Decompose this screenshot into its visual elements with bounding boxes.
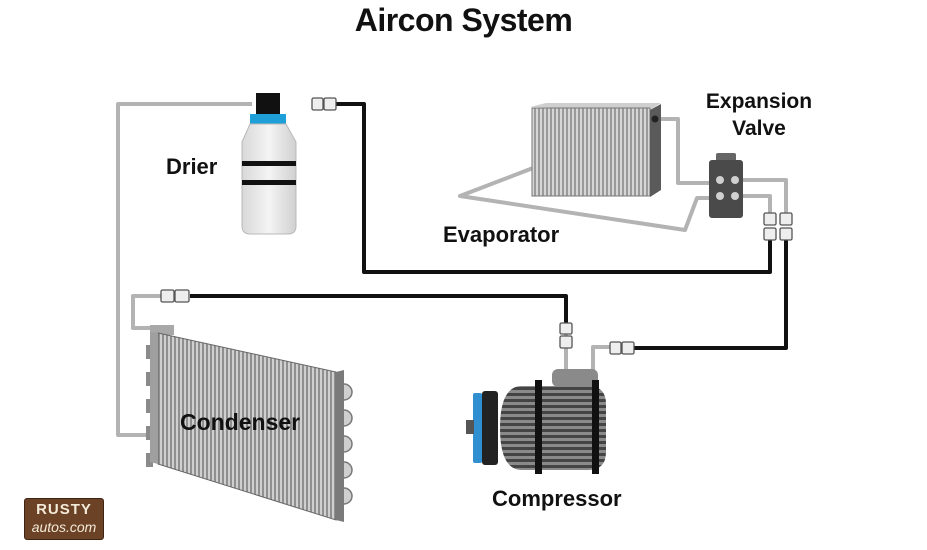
compressor-label: Compressor: [492, 486, 622, 511]
valve-port-2: [731, 176, 739, 184]
compressor-body: [500, 386, 606, 470]
line-compressor-outlet: [591, 345, 612, 372]
logo-top-text: RUSTY: [36, 501, 92, 518]
line-valve-to-fitting-right: [742, 178, 788, 220]
expansion-valve-label: Expansion Valve: [700, 88, 818, 142]
compressor-pulley: [482, 391, 498, 465]
compressor-clutch: [473, 393, 482, 463]
drier-bottle: [241, 123, 297, 235]
fitting-cond-a: [160, 289, 175, 303]
line-evaporator-to-valve: [656, 117, 710, 185]
fitting-valve-right-a: [779, 212, 793, 226]
expansion-valve-label-line1: Expansion: [705, 90, 813, 113]
fitting-comp-a: [559, 322, 573, 335]
line-compressor-to-valve: [632, 240, 788, 350]
expansion-valve-label-line2: Valve: [732, 117, 786, 140]
compressor-component: [466, 369, 606, 474]
drier-component: [241, 93, 297, 235]
evaporator-side: [650, 104, 661, 197]
condenser-label: Condenser: [180, 409, 301, 435]
fitting-cond-b: [174, 289, 190, 303]
evaporator-component: [530, 103, 661, 197]
condenser-top-header: [150, 325, 174, 335]
drier-cap: [256, 93, 280, 115]
drier-stripe-2: [242, 180, 296, 185]
valve-port-1: [716, 176, 724, 184]
black-refrigerant-lines: [190, 102, 788, 350]
evaporator-label: Evaporator: [443, 222, 560, 247]
expansion-valve-component: [709, 153, 743, 218]
compressor-head: [552, 369, 598, 387]
line-drier-to-valve: [336, 102, 772, 274]
compressor-bracket-1: [535, 380, 542, 474]
valve-port-4: [731, 192, 739, 200]
evaporator-port: [651, 115, 659, 123]
valve-port-3: [716, 192, 724, 200]
pipe-fittings: [160, 97, 793, 355]
fitting-comp-out-a: [609, 341, 622, 355]
drier-label: Drier: [166, 154, 218, 179]
line-condenser-to-top-fitting: [131, 294, 162, 330]
line-drier-to-condenser: [116, 102, 252, 437]
condenser-component: [146, 325, 353, 522]
grey-refrigerant-lines: [116, 102, 788, 437]
line-valve-to-fitting-left: [742, 194, 772, 220]
fitting-valve-left-b: [763, 227, 777, 241]
fitting-comp-b: [559, 335, 573, 349]
condenser-left-tabs: [146, 345, 153, 467]
evaporator-fins: [531, 107, 651, 197]
compressor-bracket-2: [592, 380, 599, 474]
condenser-right-frame: [336, 370, 344, 522]
compressor-clutch-hub: [466, 420, 474, 434]
drier-band: [250, 114, 286, 124]
fitting-drier-b: [323, 97, 337, 111]
drier-stripe-1: [242, 161, 296, 166]
fitting-valve-right-b: [779, 227, 793, 241]
fitting-comp-out-b: [621, 341, 635, 355]
line-evaporator-return: [458, 166, 710, 232]
fitting-drier-a: [311, 97, 324, 111]
condenser-left-frame: [150, 332, 158, 464]
valve-body: [709, 160, 743, 218]
fitting-valve-left-a: [763, 212, 777, 226]
line-condenser-to-compressor: [190, 294, 568, 325]
diagram-title: Aircon System: [354, 2, 573, 38]
logo-bottom-text: autos.com: [31, 519, 97, 535]
rustyautos-logo: RUSTY autos.com: [24, 498, 104, 540]
